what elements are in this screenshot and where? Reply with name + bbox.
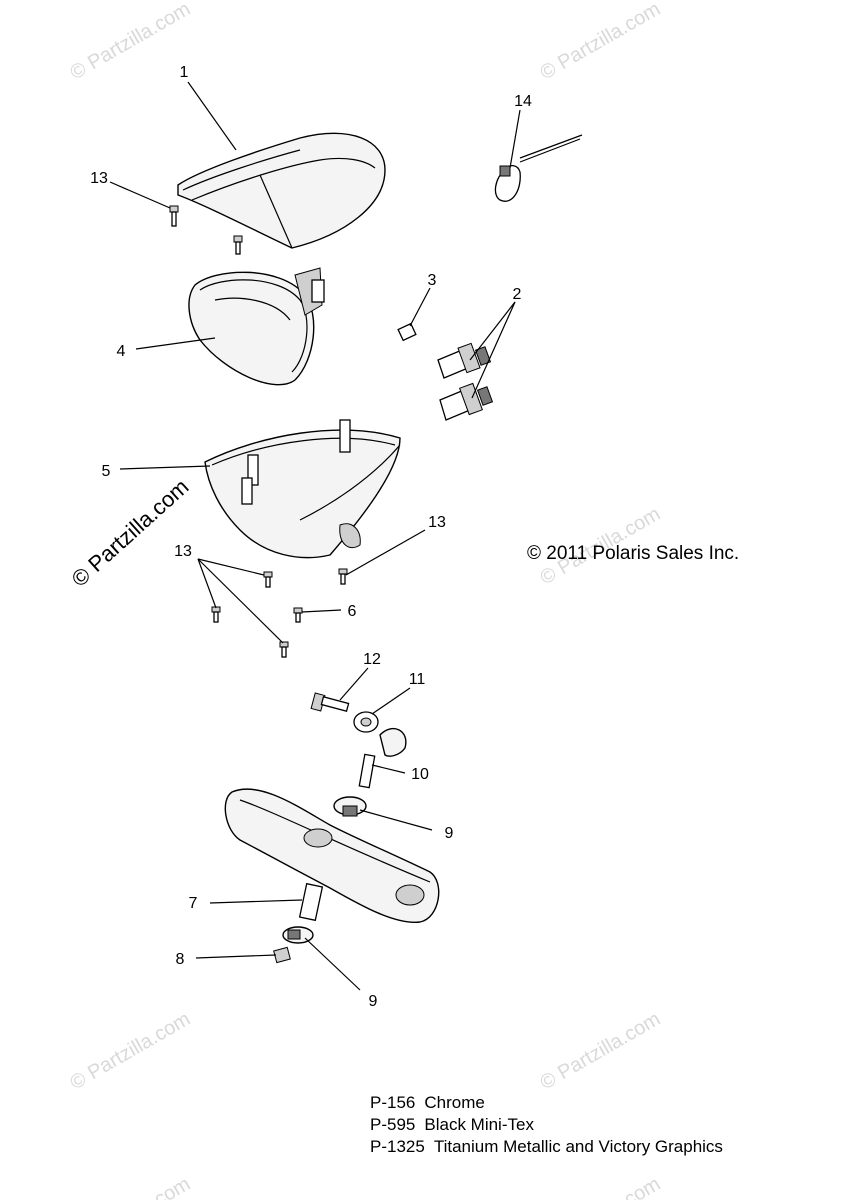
watermark: © Partzilla.com <box>67 1008 195 1094</box>
part-4-headlight-lamp <box>188 267 325 386</box>
callout-8: 8 <box>176 951 185 968</box>
callout-14: 14 <box>514 93 532 110</box>
part-9-grommet-upper <box>333 796 367 817</box>
part-3-bulb <box>397 322 417 342</box>
watermark: © Partzilla.com <box>537 0 665 84</box>
callout-3: 3 <box>428 272 437 289</box>
callout-9: 9 <box>445 825 454 842</box>
legend-code: P-595 <box>370 1115 416 1134</box>
callout-12: 12 <box>363 651 381 668</box>
watermark: © Partzilla.com <box>537 1173 665 1200</box>
part-11-bushing <box>353 711 379 733</box>
part-10-mount-post <box>358 727 407 789</box>
watermark: © Partzilla.com <box>67 1173 195 1200</box>
part-13-screws-top <box>169 205 243 255</box>
legend-row: P-1325 Titanium Metallic and Victory Grap… <box>370 1136 723 1158</box>
watermark: © Partzilla.com <box>537 1008 665 1094</box>
main-watermark: © Partzilla.com <box>67 474 194 592</box>
callout-13: 13 <box>174 543 192 560</box>
legend-row: P-156 Chrome <box>370 1092 723 1114</box>
part-6-screw <box>293 607 303 614</box>
part-8-nut <box>273 946 291 964</box>
callout-2: 2 <box>513 286 522 303</box>
legend-code: P-156 <box>370 1093 416 1112</box>
legend-desc: Chrome <box>424 1093 485 1112</box>
callout-1: 1 <box>180 64 189 81</box>
callout-5: 5 <box>102 463 111 480</box>
callout-10: 10 <box>411 766 429 783</box>
callout-6: 6 <box>348 603 357 620</box>
legend-desc: Black Mini-Tex <box>424 1115 534 1134</box>
callout-13: 13 <box>428 514 446 531</box>
watermark: © Partzilla.com <box>67 0 195 84</box>
callout-13: 13 <box>90 170 108 187</box>
legend-row: P-595 Black Mini-Tex <box>370 1114 723 1136</box>
legend-code: P-1325 <box>370 1137 425 1156</box>
part-2-headlight-bulbs <box>437 342 494 421</box>
finish-legend: P-156 Chrome P-595 Black Mini-Tex P-1325 Ti… <box>370 1092 723 1158</box>
callout-9: 9 <box>369 993 378 1010</box>
part-13-screws-middle <box>211 568 348 658</box>
part-5-housing <box>204 419 401 559</box>
callout-11: 11 <box>409 671 426 688</box>
legend-desc: Titanium Metallic and Victory Graphics <box>433 1137 723 1156</box>
part-1-visor <box>177 132 386 249</box>
callout-4: 4 <box>117 343 126 360</box>
triple-clamp <box>224 788 440 923</box>
part-7-tube <box>298 882 324 922</box>
copyright-notice: © 2011 Polaris Sales Inc. <box>527 543 740 564</box>
leader-lines <box>109 81 521 991</box>
part-12-bolt <box>310 692 350 713</box>
part-14-cable-tie <box>494 134 583 202</box>
callout-7: 7 <box>189 895 198 912</box>
callout-numbers: 1 13 14 3 2 4 5 13 13 6 12 11 10 9 7 8 9 <box>90 64 532 1010</box>
